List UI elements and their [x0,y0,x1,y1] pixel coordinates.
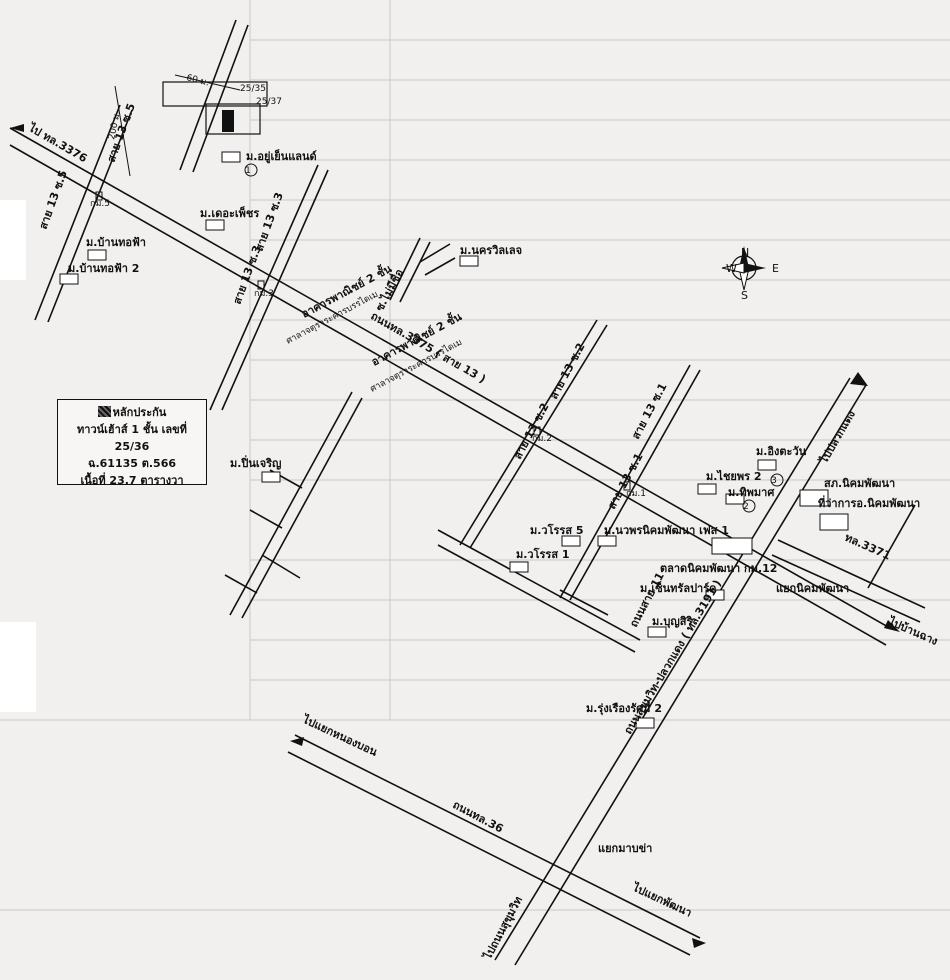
soi-2-label: สาย 13 ซ.2 [511,401,551,462]
house-icon [509,561,529,573]
soi-5-label: สาย 13 ซ.5 [37,169,70,231]
house-icon [59,273,79,285]
marker-3-icon [770,473,784,487]
road-3371-label: ทล.3371 [843,531,893,563]
house-icon [87,249,107,261]
soi-5-upper-street [179,19,249,173]
km3-label: กม.3 [254,289,274,299]
rungruang-label: ม.รุ่งเรืองรัศมี 2 [586,702,662,716]
the-diamond-label: ม.เดอะเพ็ชร [200,206,259,220]
house-icon [561,535,581,547]
distance-60-label: 60 ม. [185,73,210,88]
km-post-icon [95,191,103,201]
soi-2-label: สาย 13 ซ.2 [547,341,587,402]
junction-manga-label: แยกมาบข่า [598,842,652,855]
wiroj-1-label: ม.วโรรส 1 [516,547,570,561]
legend-line1: ทาวน์เฮ้าส์ 1 ชั้น เลขที่ 25/36 [77,423,187,453]
marker-2-label: 2 [743,502,749,512]
collateral-marker [222,110,234,132]
arrow-up-icon [850,372,868,386]
house-icon [261,471,281,483]
compass-n: N [741,246,749,259]
paper-edge-block [0,200,26,280]
house-icon [705,589,725,601]
sukhumvit-road [494,377,867,966]
house-icon [697,483,717,495]
km-post-icon [533,426,541,436]
house-icon [597,535,617,547]
marker-1-label: 1 [245,166,251,176]
arrow-left-icon [290,737,304,746]
collateral-swatch [97,406,111,417]
marker-3-label: 3 [771,476,777,486]
police-station-label: สภ.นิคมพัฒนา [824,477,895,490]
junction-nikhom-label: แยกนิคมพัฒนา [776,582,849,595]
building-icon [799,489,829,507]
central-park-label: ม.เซ็นทรัลปาร์ค [640,581,717,595]
district-office-label: ที่ว่าการอ.นิคมพัฒนา [818,495,920,510]
building-icon [819,513,849,531]
compass-icon [721,246,766,291]
thipmat-label: ม.ทิพมาศ [728,486,775,499]
lot-25-35-label: 25/35 [240,84,266,94]
bunsiri-label: ม.บุญสิริ [652,615,692,629]
house-icon [635,717,655,729]
lot-25-37-label: 25/37 [256,97,282,107]
marker-2-icon [742,499,756,513]
legend-box: หลักประกัน ทาวน์เฮ้าส์ 1 ชั้น เลขที่ 25/… [57,399,207,487]
no-name-soi [389,237,456,303]
km2-label: กม.2 [532,434,552,444]
house-icon [205,219,225,231]
wiroj-5-label: ม.วโรรส 5 [530,523,584,537]
to-pluak-daeng-label: ไปปลวกแดง [815,408,857,468]
property-site [114,74,268,177]
road-36 [287,734,701,956]
to-nong-bon-label: ไปแยกหนองบอน [299,711,380,759]
compass-w: W [726,262,737,275]
legend-line3: เนื้อที่ 23.7 ตารางวา [80,474,184,487]
legend-title: หลักประกัน [64,404,200,421]
pin-charoen-label: ม.ปิ่นเจริญ [230,455,281,470]
km5-label: กม.5 [90,199,110,209]
commercial-grid [224,391,363,619]
nawaporn-label: ม.นวพรนิคมพัฒนา เฟส 1 [604,524,729,537]
ing-tawan-label: ม.อิงตะวัน [756,445,807,458]
legend-title-text: หลักประกัน [112,406,167,419]
house-icon [725,493,745,505]
house-icon [757,459,777,471]
compass-e: E [772,262,779,275]
marker-1-icon [244,163,258,177]
km1-label: กม.1 [626,489,646,499]
house-icon [647,626,667,638]
soi-2-street [459,319,608,549]
km-post-icon [623,481,631,491]
to-sukhumvit-label: ไปถนนสุขุมวิท [479,894,526,964]
ban-thofa-label: ม.บ้านทอฟ้า [86,236,146,249]
ban-thofa-2-label: ม.บ้านทอฟ้า 2 [68,262,139,275]
legend-line2: ฉ.61135 ต.566 [87,457,177,470]
arrow-right-icon [884,620,900,632]
faint-background-form [0,0,950,911]
chaiyaporn-2-label: ม.ไชยพร 2 [706,469,762,483]
arrow-left-icon [10,124,24,132]
market-icon [711,537,753,555]
house-icon [459,255,479,267]
arrow-right-icon [692,938,706,948]
km-post-icon [257,280,265,290]
soi-5-street [34,104,133,323]
nakorn-village-label: ม.นครวิลเลจ [460,244,522,257]
road-3371 [771,504,926,623]
paper-edge-block [0,622,36,712]
yu-en-land-label: ม.อยู่เย็นแลนด์ [246,149,317,164]
house-icon [221,151,241,163]
market-label: ตลาดนิคมพัฒนา กม.12 [660,562,777,575]
to-phattana-label: ไปแยกพัฒนา [629,879,694,919]
south-grid [437,529,641,653]
compass-s: S [741,289,748,302]
